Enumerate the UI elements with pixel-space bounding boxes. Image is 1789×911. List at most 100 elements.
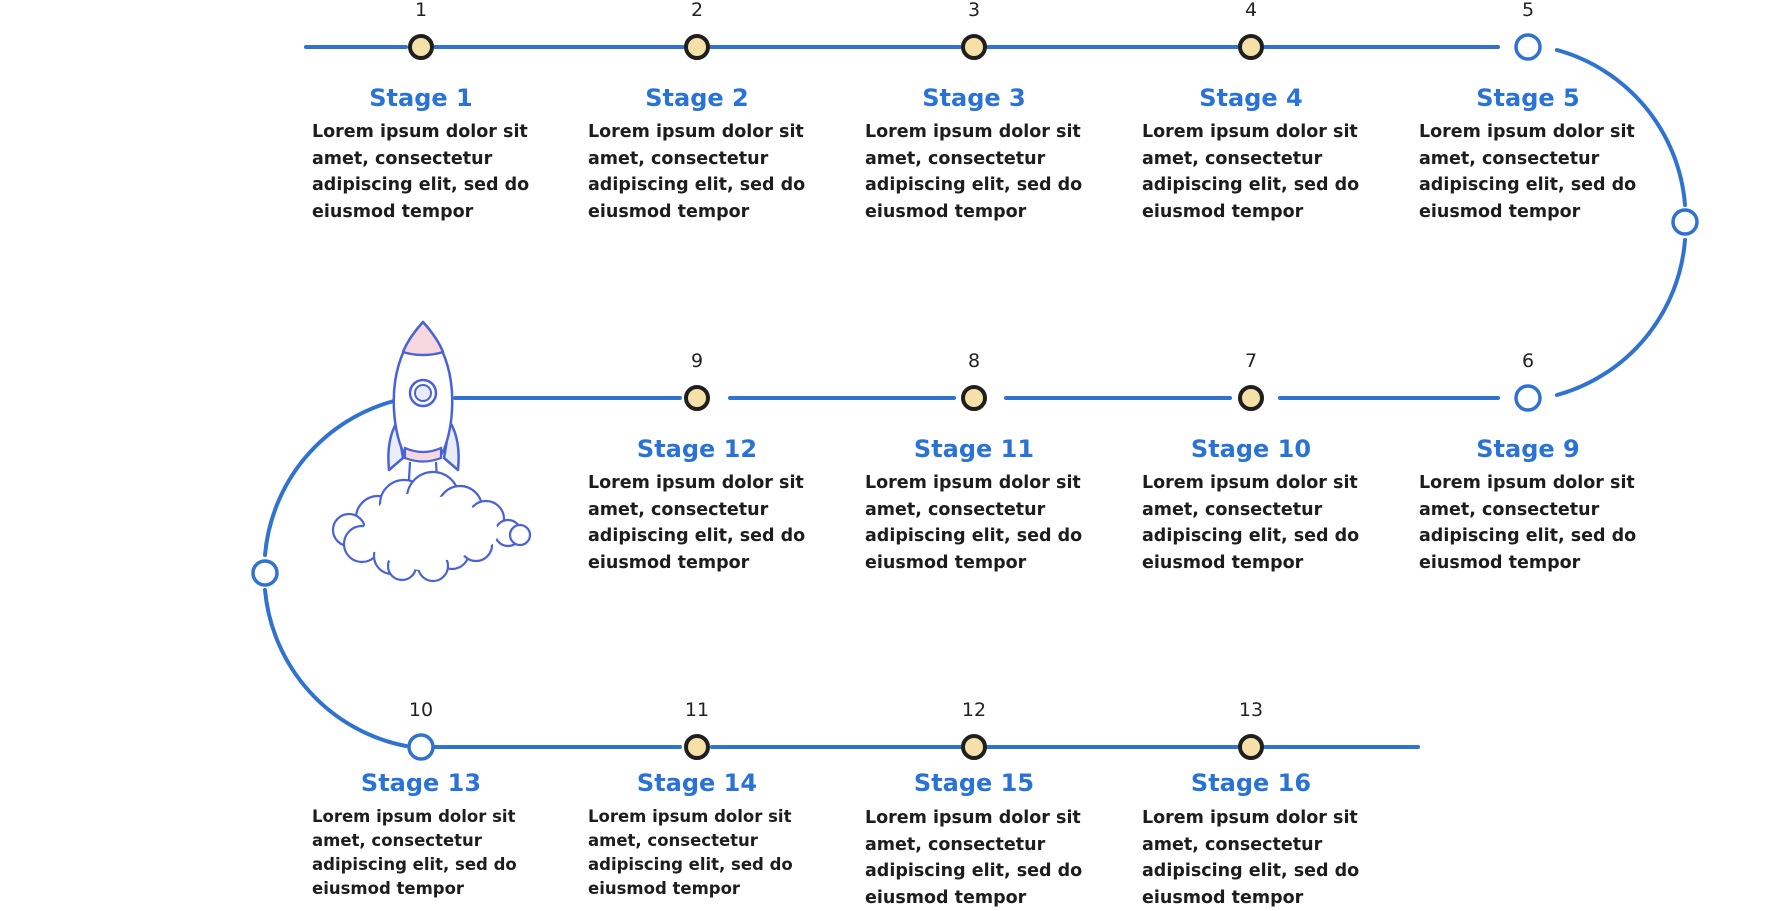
description-line: eiusmod tempor — [588, 550, 820, 577]
description-line: amet, consectetur — [312, 829, 544, 853]
stage-number: 4 — [1221, 0, 1281, 21]
description-line: amet, consectetur — [588, 146, 820, 173]
stage-node — [1516, 35, 1540, 59]
stage-title: Stage 1 — [291, 84, 551, 112]
description-line: eiusmod tempor — [1419, 550, 1651, 577]
description-line: adipiscing elit, sed do — [865, 858, 1097, 885]
stage-title: Stage 14 — [567, 769, 827, 797]
connector-arc — [265, 590, 406, 746]
stage-number: 7 — [1221, 350, 1281, 372]
description-line: amet, consectetur — [1419, 497, 1651, 524]
description-line: eiusmod tempor — [588, 199, 820, 226]
description-line: amet, consectetur — [1419, 146, 1651, 173]
description-line: Lorem ipsum dolor sit — [865, 470, 1097, 497]
stage-node — [1240, 387, 1262, 409]
rocket-icon — [333, 322, 530, 581]
waypoint-circle — [253, 561, 277, 585]
description-line: eiusmod tempor — [865, 885, 1097, 911]
stage-title: Stage 12 — [567, 435, 827, 463]
cloud-icon — [333, 472, 530, 581]
stage-number: 3 — [944, 0, 1004, 21]
waypoint-circle — [1673, 210, 1697, 234]
stage-node — [686, 736, 708, 758]
description-line: eiusmod tempor — [865, 550, 1097, 577]
description-line: Lorem ipsum dolor sit — [312, 805, 544, 829]
description-line: amet, consectetur — [588, 497, 820, 524]
stage-title: Stage 11 — [844, 435, 1104, 463]
description-line: amet, consectetur — [1142, 146, 1374, 173]
description-line: adipiscing elit, sed do — [588, 523, 820, 550]
description-line: Lorem ipsum dolor sit — [312, 119, 544, 146]
description-line: adipiscing elit, sed do — [865, 523, 1097, 550]
description-line: Lorem ipsum dolor sit — [1142, 119, 1374, 146]
description-line: adipiscing elit, sed do — [1142, 523, 1374, 550]
description-line: eiusmod tempor — [588, 877, 820, 901]
description-line: eiusmod tempor — [1419, 199, 1651, 226]
description-line: amet, consectetur — [865, 832, 1097, 859]
stage-number: 6 — [1498, 350, 1558, 372]
stage-node — [963, 36, 985, 58]
description-line: eiusmod tempor — [312, 199, 544, 226]
stage-title: Stage 9 — [1398, 435, 1658, 463]
stage-number: 5 — [1498, 0, 1558, 21]
description-line: Lorem ipsum dolor sit — [1419, 119, 1651, 146]
stage-title: Stage 3 — [844, 84, 1104, 112]
stage-title: Stage 13 — [291, 769, 551, 797]
stage-number: 12 — [944, 699, 1004, 721]
description-line: eiusmod tempor — [1142, 550, 1374, 577]
description-line: Lorem ipsum dolor sit — [865, 119, 1097, 146]
stage-number: 2 — [667, 0, 727, 21]
stage-title: Stage 5 — [1398, 84, 1658, 112]
description-line: amet, consectetur — [312, 146, 544, 173]
description-line: adipiscing elit, sed do — [588, 172, 820, 199]
stage-number: 11 — [667, 699, 727, 721]
stage-node — [686, 387, 708, 409]
stage-number: 10 — [391, 699, 451, 721]
stage-title: Stage 10 — [1121, 435, 1381, 463]
stage-title: Stage 4 — [1121, 84, 1381, 112]
description-line: amet, consectetur — [865, 146, 1097, 173]
description-line: amet, consectetur — [1142, 832, 1374, 859]
stage-node — [1240, 736, 1262, 758]
stage-title: Stage 16 — [1121, 769, 1381, 797]
stage-number: 13 — [1221, 699, 1281, 721]
description-line: adipiscing elit, sed do — [1419, 523, 1651, 550]
description-line: amet, consectetur — [588, 829, 820, 853]
stage-title: Stage 2 — [567, 84, 827, 112]
stage-number: 1 — [391, 0, 451, 21]
stage-node — [686, 36, 708, 58]
description-line: Lorem ipsum dolor sit — [588, 119, 820, 146]
description-line: adipiscing elit, sed do — [865, 172, 1097, 199]
description-line: Lorem ipsum dolor sit — [1419, 470, 1651, 497]
description-line: eiusmod tempor — [1142, 885, 1374, 911]
stage-number: 9 — [667, 350, 727, 372]
description-line: eiusmod tempor — [865, 199, 1097, 226]
description-line: adipiscing elit, sed do — [1142, 172, 1374, 199]
description-line: adipiscing elit, sed do — [1419, 172, 1651, 199]
description-line: amet, consectetur — [865, 497, 1097, 524]
description-line: Lorem ipsum dolor sit — [1142, 470, 1374, 497]
description-line: Lorem ipsum dolor sit — [1142, 805, 1374, 832]
description-line: adipiscing elit, sed do — [312, 853, 544, 877]
description-line: Lorem ipsum dolor sit — [588, 470, 820, 497]
description-line: adipiscing elit, sed do — [1142, 858, 1374, 885]
description-line: eiusmod tempor — [312, 877, 544, 901]
stage-node — [410, 36, 432, 58]
stage-node — [409, 735, 433, 759]
connector-arc — [1557, 240, 1685, 395]
stage-number: 8 — [944, 350, 1004, 372]
